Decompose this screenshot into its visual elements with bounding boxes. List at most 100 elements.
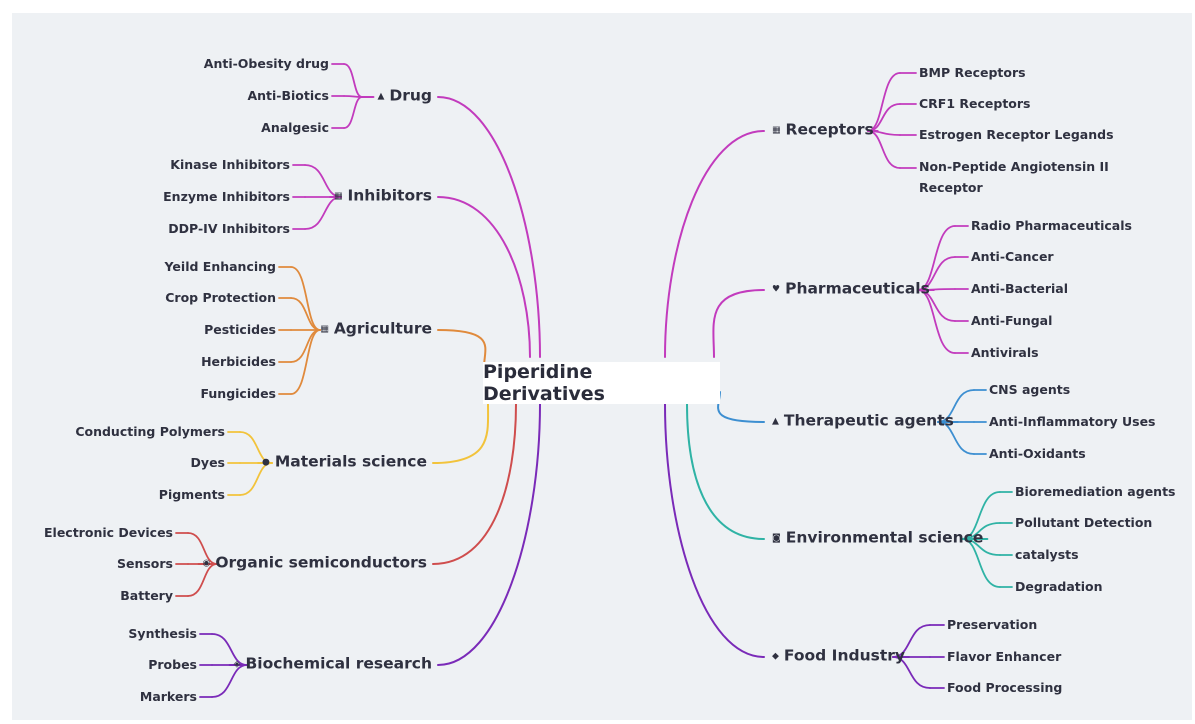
- branch-label: Environmental science: [785, 528, 984, 547]
- leaf-connector-markers: [211, 664, 248, 698]
- branch-label: Drug: [389, 86, 432, 105]
- leaf-connector-battery: [187, 563, 218, 597]
- leaf-bmp-receptors[interactable]: BMP Receptors: [919, 65, 1026, 80]
- branch-label: Receptors: [785, 120, 874, 139]
- chip-icon: ◉: [202, 558, 211, 569]
- leaf-connector-crop-protection: [290, 297, 321, 331]
- leaf-non-peptide-angiotensin-ii-receptor[interactable]: Non-Peptide Angiotensin II Receptor: [919, 159, 1109, 195]
- leaf-connector-herbicides: [290, 329, 321, 363]
- connector-agriculture: [437, 329, 487, 368]
- leaf-sensors[interactable]: Sensors: [116, 556, 173, 571]
- leaf-pesticides[interactable]: Pesticides: [204, 322, 276, 337]
- leaf-connector-radio-pharmaceuticals: [917, 225, 956, 291]
- leaf-anti-bacterial[interactable]: Anti-Bacterial: [971, 281, 1069, 296]
- branch-drug[interactable]: ▲ Drug: [377, 86, 432, 109]
- leaf-connector-food-processing: [892, 656, 931, 689]
- apple-icon: ●: [262, 457, 270, 468]
- leaf-herbicides[interactable]: Herbicides: [201, 354, 276, 369]
- branch-agriculture[interactable]: ▦Agriculture: [320, 319, 432, 342]
- leaf-estrogen-receptor-legands[interactable]: Estrogen Receptor Legands: [919, 127, 1114, 142]
- leaf-probes[interactable]: Probes: [148, 657, 197, 672]
- branch-organic-semiconductors[interactable]: ◉ Organic semiconductors: [203, 553, 428, 576]
- leaf-markers[interactable]: Markers: [139, 689, 197, 704]
- leaf-connector-preservation: [892, 624, 931, 658]
- connector-biochemical-research: [437, 403, 541, 666]
- leaf-catalysts[interactable]: catalysts: [1015, 547, 1079, 562]
- leaf-connector-analgesic: [343, 96, 363, 129]
- branch-label: Food Industry: [783, 646, 905, 665]
- leaf-kinase-inhibitors[interactable]: Kinase Inhibitors: [170, 157, 290, 172]
- leaf-conducting-polymers[interactable]: Conducting Polymers: [75, 424, 225, 439]
- leaf-radio-pharmaceuticals[interactable]: Radio Pharmaceuticals: [971, 218, 1132, 233]
- leaf-degradation[interactable]: Degradation: [1015, 579, 1103, 594]
- connector-food-industry: [664, 403, 765, 658]
- leaf-connector-kinase-inhibitors: [304, 164, 342, 198]
- leaf-synthesis[interactable]: Synthesis: [128, 626, 197, 641]
- leaf-anti-cancer[interactable]: Anti-Cancer: [971, 249, 1054, 264]
- leaf-connector-pigments: [239, 462, 273, 496]
- leaf-pigments[interactable]: Pigments: [158, 487, 225, 502]
- leaf-cns-agents[interactable]: CNS agents: [989, 382, 1071, 397]
- leaf-antivirals[interactable]: Antivirals: [971, 345, 1039, 360]
- leaf-connector-fungicides: [290, 329, 321, 395]
- leaf-enzyme-inhibitors[interactable]: Enzyme Inhibitors: [163, 189, 290, 204]
- connector-drug: [437, 96, 541, 358]
- leaf-connector-anti-cancer: [917, 256, 956, 291]
- leaf-anti-fungal[interactable]: Anti-Fungal: [971, 313, 1053, 328]
- leaf-anti-obesity-drug[interactable]: Anti-Obesity drug: [203, 56, 329, 71]
- leaf-anti-oxidants[interactable]: Anti-Oxidants: [989, 446, 1086, 461]
- branch-food-industry[interactable]: ◆ Food Industry: [772, 646, 905, 669]
- triangle-icon: ▲: [772, 416, 779, 427]
- leaf-pollutant-detection[interactable]: Pollutant Detection: [1015, 515, 1153, 530]
- branch-biochemical-research[interactable]: ◈ Biochemical research: [234, 654, 432, 677]
- connector-environmental-science: [686, 403, 765, 540]
- grid-icon: ▦: [772, 125, 781, 136]
- leaf-connector-anti-biotics: [343, 95, 363, 98]
- leaf-food-processing[interactable]: Food Processing: [947, 680, 1063, 695]
- leaf-dyes[interactable]: Dyes: [190, 455, 225, 470]
- branch-label: Agriculture: [333, 319, 432, 338]
- leaf-connector-degradation: [961, 538, 1001, 588]
- branch-environmental-science[interactable]: ◙Environmental science: [772, 528, 983, 551]
- branch-label: Pharmaceuticals: [785, 279, 930, 298]
- leaf-crf1-receptors[interactable]: CRF1 Receptors: [919, 96, 1031, 111]
- connector-therapeutic-agents: [717, 391, 765, 423]
- connector-pharmaceuticals: [712, 289, 765, 358]
- connector-inhibitors: [437, 196, 531, 358]
- leaf-flavor-enhancer[interactable]: Flavor Enhancer: [947, 649, 1062, 664]
- branch-materials-science[interactable]: ● Materials science: [262, 452, 427, 475]
- leaf-crop-protection[interactable]: Crop Protection: [165, 290, 276, 305]
- heart-icon: ♥: [772, 284, 781, 295]
- branch-therapeutic-agents[interactable]: ▲ Therapeutic agents: [772, 411, 954, 434]
- leaf-anti-inflammatory-uses[interactable]: Anti-Inflammatory Uses: [989, 414, 1156, 429]
- leaf-analgesic[interactable]: Analgesic: [261, 120, 329, 135]
- leaf-fungicides[interactable]: Fungicides: [200, 386, 276, 401]
- shield-icon: ◈: [233, 659, 241, 670]
- food-icon: ◆: [772, 651, 779, 662]
- leaf-preservation[interactable]: Preservation: [947, 617, 1038, 632]
- leaf-anti-biotics[interactable]: Anti-Biotics: [247, 88, 329, 103]
- leaf-connector-anti-obesity-drug: [343, 63, 363, 98]
- branch-inhibitors[interactable]: ▦ Inhibitors: [334, 186, 432, 209]
- leaf-electronic-devices[interactable]: Electronic Devices: [44, 525, 173, 540]
- branch-label: Therapeutic agents: [783, 411, 954, 430]
- branch-label: Organic semiconductors: [215, 553, 427, 572]
- leaf-yeild-enhancing[interactable]: Yeild Enhancing: [164, 259, 276, 274]
- leaf-connector-ddp-iv-inhibitors: [304, 196, 342, 230]
- grid-icon: ▦: [333, 191, 343, 202]
- leaf-ddp-iv-inhibitors[interactable]: DDP-IV Inhibitors: [168, 221, 290, 236]
- leaf-connector-cns-agents: [937, 389, 975, 423]
- root-topic[interactable]: Piperidine Derivatives: [483, 361, 720, 405]
- leaf-battery[interactable]: Battery: [120, 588, 173, 603]
- leaf-connector-non-peptide-angiotensin-ii-receptor: [867, 130, 901, 169]
- branch-label: Inhibitors: [347, 186, 433, 205]
- leaf-bioremediation-agents[interactable]: Bioremediation agents: [1015, 484, 1176, 499]
- leaf-connector-anti-oxidants: [937, 421, 975, 455]
- triangle-icon: ▲: [377, 91, 385, 102]
- branch-receptors[interactable]: ▦ Receptors: [772, 120, 874, 143]
- branch-label: Materials science: [274, 452, 427, 471]
- branch-pharmaceuticals[interactable]: ♥ Pharmaceuticals: [772, 279, 930, 302]
- branch-label: Biochemical research: [245, 654, 432, 673]
